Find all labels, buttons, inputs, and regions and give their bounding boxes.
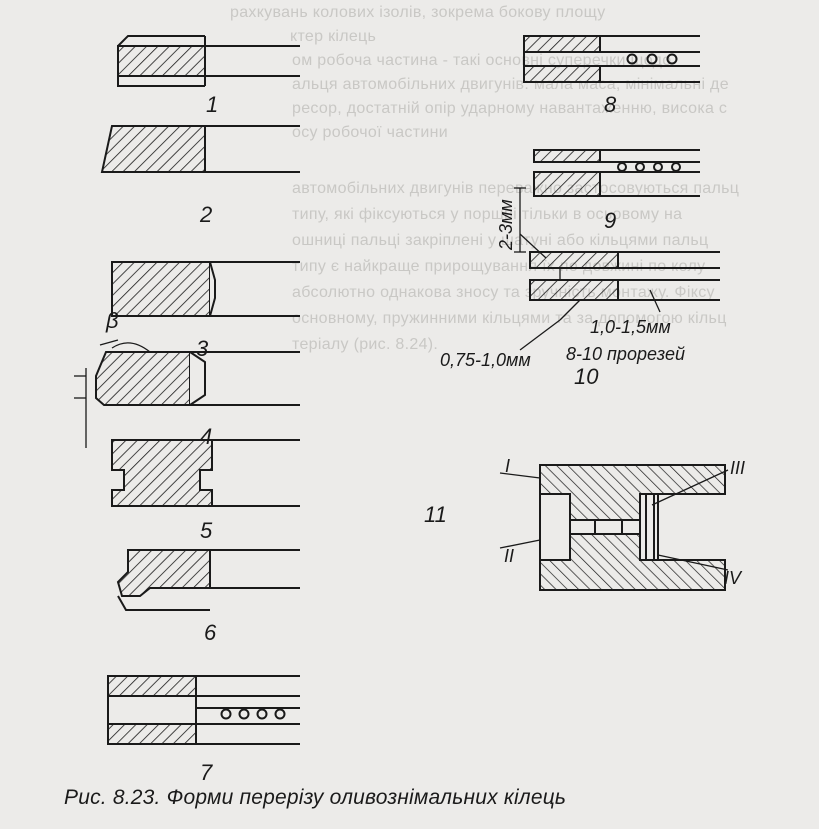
label-9: 9 (604, 208, 616, 233)
bleed-text-line: ом робоча частина - такі основні супереч… (292, 52, 672, 69)
label-2: 2 (199, 202, 212, 227)
bleed-text-line: ктер кілець (290, 28, 377, 45)
label-5: 5 (200, 518, 213, 543)
dim-thickness: 0,75-1,0мм (440, 350, 531, 370)
bleed-text-line: теріалу (рис. 8.24). (292, 336, 439, 353)
ring-section-5 (111, 439, 300, 507)
ring-section-4 (74, 339, 300, 448)
ring-section-3 (111, 261, 300, 317)
ring-section-1 (117, 35, 300, 87)
label-8: 8 (604, 92, 617, 117)
label-1: 1 (206, 92, 218, 117)
dim-slot-count: 8-10 прорезей (566, 344, 685, 364)
label-10: 10 (574, 364, 599, 389)
figure-caption: Рис. 8.23. Форми перерізу оливознімальни… (64, 786, 567, 809)
bleed-text-line: ошниці пальці закріплені у шатуні або кі… (292, 232, 709, 249)
label-3: 3 (196, 336, 209, 361)
bleed-text-line: ресор, достатній опір ударному навантаже… (292, 100, 728, 117)
label-beta: β (105, 308, 119, 333)
label-6: 6 (204, 620, 217, 645)
bleed-text-line: основному, пружинними кільцями та за доп… (292, 310, 727, 327)
bleed-text-line: альця автомобільних двигунів: мала маса,… (292, 76, 729, 93)
ring-section-2 (100, 125, 300, 173)
ring-section-6 (116, 549, 300, 611)
bleed-text-line: типу, які фіксуються у поршні тільки в о… (292, 206, 683, 223)
ring-section-9 (533, 149, 700, 197)
label-roman-3: III (730, 458, 745, 478)
ring-section-7 (107, 675, 300, 745)
label-7: 7 (200, 760, 213, 785)
ring-section-8 (523, 35, 700, 83)
ring-section-11-assembly (499, 464, 729, 591)
bleed-text-line: осу робочої частини (292, 124, 448, 141)
ring-section-10 (514, 187, 720, 351)
label-roman-4: IV (724, 568, 743, 588)
label-4: 4 (200, 424, 212, 449)
label-roman-1: I (505, 456, 510, 476)
bleed-text-line: рахкувань колових ізолів, зокрема бокову… (230, 4, 606, 21)
label-roman-2: II (504, 546, 514, 566)
dim-height: 2-3мм (496, 199, 516, 251)
dim-slot-width: 1,0-1,5мм (590, 317, 671, 337)
label-11: 11 (424, 502, 447, 527)
